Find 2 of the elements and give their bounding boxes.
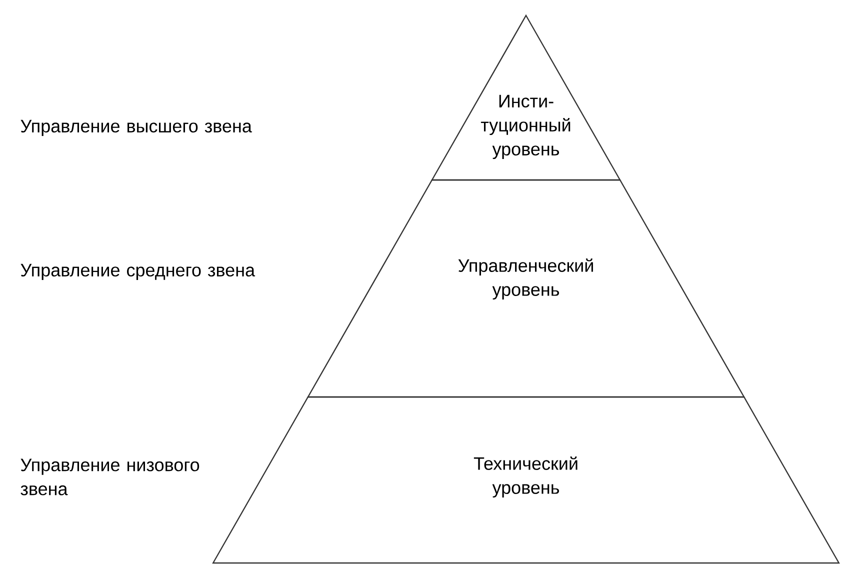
level-label: Управление среднего звена <box>20 264 256 280</box>
level-label: Управление высшего звена <box>20 120 252 136</box>
